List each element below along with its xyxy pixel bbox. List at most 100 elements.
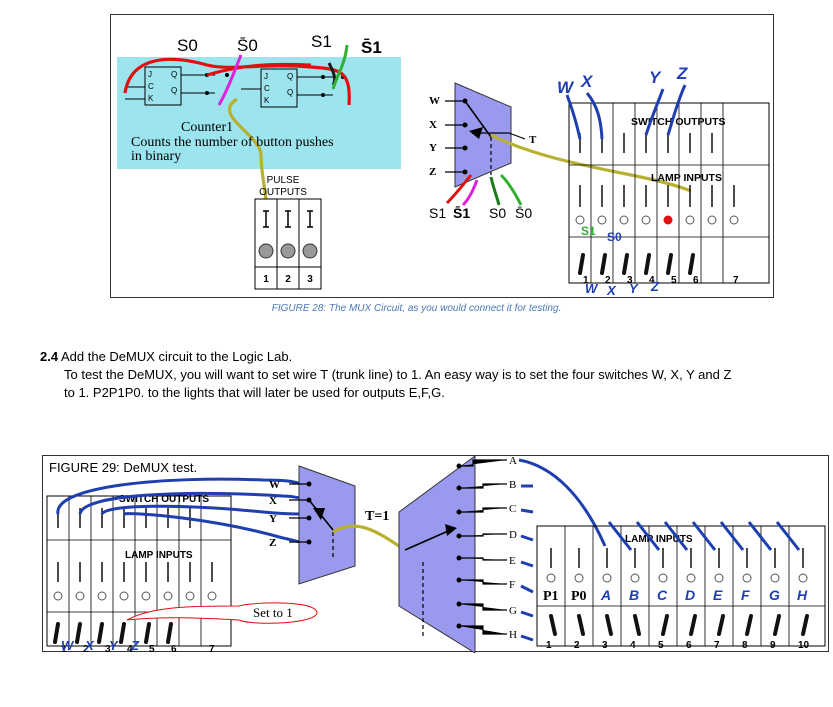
right-toggle-10[interactable]: 10 xyxy=(798,640,810,651)
mux-select-s1: S1 xyxy=(429,205,446,221)
switch-wire-x: X xyxy=(580,72,594,91)
right-toggle-5[interactable]: 5 xyxy=(658,640,664,651)
demux-block xyxy=(398,456,476,653)
pulse-number-2: 2 xyxy=(285,274,291,285)
counter-desc-2: in binary xyxy=(131,149,181,164)
pulse-button-2[interactable] xyxy=(280,243,296,259)
right-lamp-p1: P1 xyxy=(543,589,559,604)
right-lamp-panel xyxy=(536,525,826,647)
mux-select-s0-bar: S̄0 xyxy=(515,205,532,221)
demux-output-f: F xyxy=(509,579,515,591)
mux-input-x: X xyxy=(429,119,437,131)
mux-input-y: Y xyxy=(429,142,437,154)
svg-text:Q: Q xyxy=(287,88,293,97)
right-toggle-1[interactable]: 1 xyxy=(546,640,552,651)
left-letter-x: X xyxy=(84,638,95,653)
counter-label-s0: S0 xyxy=(177,36,198,55)
svg-text:J: J xyxy=(264,72,268,81)
left-letter-z: Z xyxy=(130,638,140,653)
section-line-2: To test the DeMUX, you will want to set … xyxy=(64,367,732,382)
left-toggle-6[interactable]: 6 xyxy=(171,644,177,653)
counter-desc-1: Counts the number of button pushes xyxy=(131,135,334,150)
mux-select-s0: S0 xyxy=(489,205,506,221)
toggle-7[interactable]: 7 xyxy=(733,275,739,286)
figure-29: FIGURE 29: DeMUX test. SWITCH OUTPUTS LA… xyxy=(42,455,829,653)
svg-text:C: C xyxy=(264,84,270,93)
callout-text: Set to 1 xyxy=(253,605,293,620)
trunk-wire xyxy=(332,524,406,552)
demux-test-diagram: FIGURE 29: DeMUX test. SWITCH OUTPUTS LA… xyxy=(46,456,826,653)
right-lamp-p0: P0 xyxy=(571,589,587,604)
switch-wire-z: Z xyxy=(676,64,688,83)
pulse-label-2: OUTPUTS xyxy=(259,187,307,198)
right-lamp-h: H xyxy=(797,587,808,603)
counter-label-s0-bar: S̄0 xyxy=(237,36,258,55)
right-lamp-e: E xyxy=(713,587,723,603)
svg-text:Q: Q xyxy=(171,86,177,95)
right-lamp-a: A xyxy=(600,587,611,603)
pulse-number-3: 3 xyxy=(307,274,313,285)
toggle-2[interactable]: 2 xyxy=(605,275,611,286)
green-wire xyxy=(331,44,349,90)
svg-text:K: K xyxy=(148,94,154,103)
toggle-1[interactable]: 1 xyxy=(583,275,589,286)
demux-output-d: D xyxy=(509,529,517,541)
mux-test-diagram: JCK QQ JCK QQ Counter1 Counts the number… xyxy=(117,32,770,298)
right-lamp-d: D xyxy=(685,587,695,603)
right-toggle-6[interactable]: 6 xyxy=(686,640,692,651)
left-toggle-5[interactable]: 5 xyxy=(149,644,155,653)
mux-block xyxy=(454,82,512,188)
right-toggle-7[interactable]: 7 xyxy=(714,640,720,651)
left-toggle-7[interactable]: 7 xyxy=(209,644,215,653)
section-number: 2.4 xyxy=(40,349,59,364)
mux-block-29 xyxy=(298,465,356,585)
right-toggle-2[interactable]: 2 xyxy=(574,640,580,651)
lamp-inputs-label: LAMP INPUTS xyxy=(651,172,722,184)
left-toggle-3[interactable]: 3 xyxy=(105,644,111,653)
switch-wire-w: W xyxy=(557,78,575,97)
right-toggle-9[interactable]: 9 xyxy=(770,640,776,651)
magenta-wire xyxy=(217,54,243,106)
toggle-letter-x: X xyxy=(606,283,617,298)
section-line-1: Add the DeMUX circuit to the Logic Lab. xyxy=(60,349,293,364)
right-lamp-f: F xyxy=(741,587,750,603)
olive-wire xyxy=(228,97,269,216)
mux-select-s1-bar: S̄1 xyxy=(453,204,470,221)
mux29-input-w: W xyxy=(269,479,280,491)
figure-28-caption: FIGURE 28: The MUX Circuit, as you would… xyxy=(271,303,562,314)
section-2-4: 2.4 Add the DeMUX circuit to the Logic L… xyxy=(40,348,731,402)
right-toggle-4[interactable]: 4 xyxy=(630,640,636,651)
toggle-4[interactable]: 4 xyxy=(649,275,655,286)
set-to-1-callout xyxy=(126,602,318,624)
figure-29-title: FIGURE 29: DeMUX test. xyxy=(49,460,197,475)
mux29-input-x: X xyxy=(269,495,277,507)
counter-title: Counter1 xyxy=(181,120,233,135)
pulse-button-1[interactable] xyxy=(258,243,274,259)
toggle-letter-w: W xyxy=(585,281,599,296)
right-toggle-3[interactable]: 3 xyxy=(602,640,608,651)
demux-output-a: A xyxy=(509,456,517,467)
toggle-3[interactable]: 3 xyxy=(627,275,633,286)
pulse-label-1: PULSE xyxy=(267,175,300,186)
mux29-input-z: Z xyxy=(269,537,276,549)
svg-text:Q: Q xyxy=(171,70,177,79)
demux-output-h: H xyxy=(509,629,517,641)
mux-input-w: W xyxy=(429,95,440,107)
left-toggle-4[interactable]: 4 xyxy=(127,644,133,653)
toggle-letter-z: Z xyxy=(650,279,660,294)
right-toggle-8[interactable]: 8 xyxy=(742,640,748,651)
right-lamp-inputs-label: LAMP INPUTS xyxy=(625,534,693,545)
counter-label-s1-bar: S̄1 xyxy=(361,38,382,57)
switch-wire-y: Y xyxy=(649,68,662,87)
pulse-number-1: 1 xyxy=(263,274,269,285)
pulse-button-3[interactable] xyxy=(302,243,318,259)
flip-flop-1 xyxy=(144,66,182,106)
left-toggle-2[interactable]: 2 xyxy=(83,644,89,653)
lamp-label-s1: S1 xyxy=(581,224,596,238)
toggle-5[interactable]: 5 xyxy=(671,275,677,286)
lit-lamp xyxy=(663,215,673,225)
left-toggle-1[interactable]: 1 xyxy=(61,644,67,653)
flip-flop-2 xyxy=(260,68,298,108)
toggle-6[interactable]: 6 xyxy=(693,275,699,286)
demux-output-c: C xyxy=(509,503,516,515)
